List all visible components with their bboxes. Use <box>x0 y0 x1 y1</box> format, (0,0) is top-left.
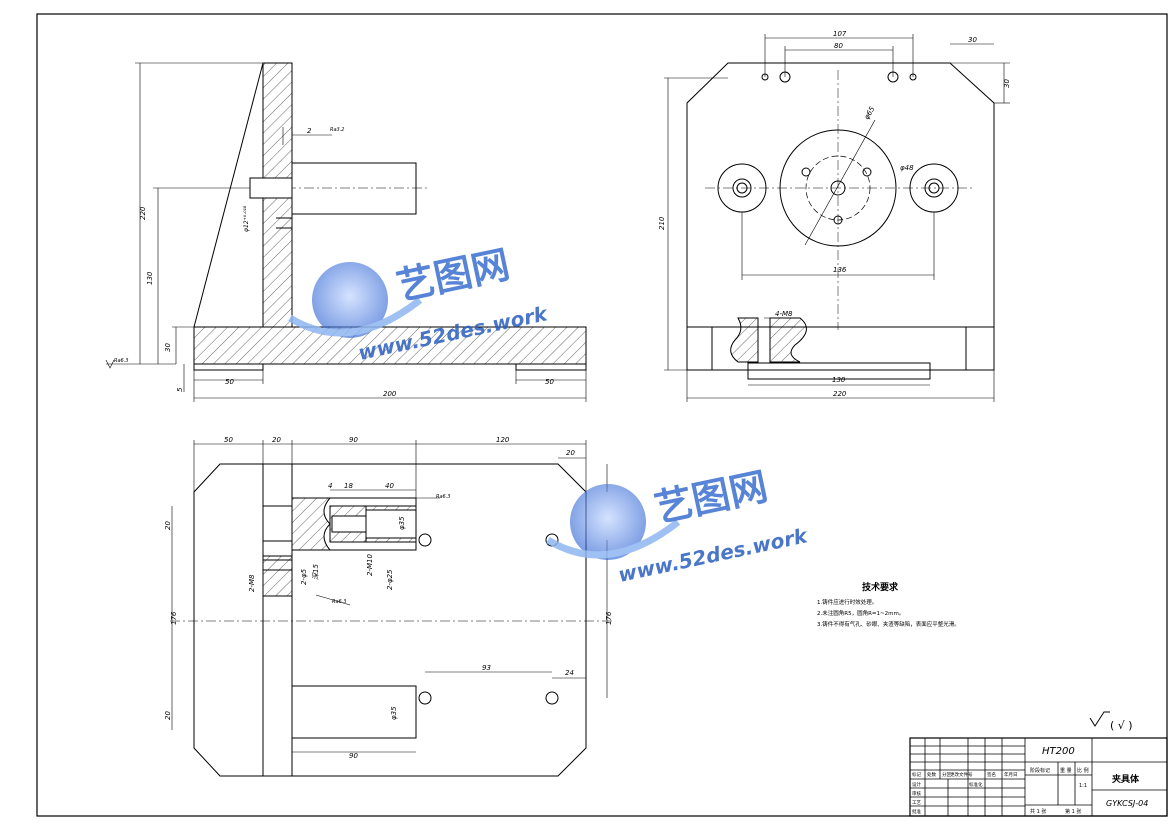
dim-30-top: 30 <box>968 36 977 44</box>
dim-5: 5 <box>176 387 184 392</box>
top-view <box>170 440 615 777</box>
dim-30: 30 <box>164 343 172 352</box>
dim-top-176r: 176 <box>605 611 613 625</box>
dim-200: 200 <box>383 390 397 398</box>
dim-top-90b: 90 <box>349 752 358 760</box>
dim-107: 107 <box>833 30 847 38</box>
dim-top-4: 4 <box>328 482 332 490</box>
dim-top-20b: 20 <box>566 449 575 457</box>
dim-50-right: 50 <box>545 378 554 386</box>
drawing-number: GYKCSJ-04 <box>1106 799 1148 808</box>
weight-label: 重 量 <box>1060 767 1072 774</box>
dim-top-m25: 2-φ25 <box>386 569 394 590</box>
surface-mark-text: ( √ ) <box>1110 719 1133 732</box>
dim-top-d35b: φ35 <box>390 706 398 720</box>
role-design: 设计 <box>912 781 921 788</box>
row-mark: 标记 <box>912 771 921 778</box>
front-view <box>664 34 1010 402</box>
material: HT200 <box>1042 746 1075 757</box>
roughness-ra32: Ra3.2 <box>330 127 345 133</box>
dim-top-24: 24 <box>565 669 574 677</box>
dim-top-176: 176 <box>170 611 178 625</box>
watermark-cn-2: 艺图网 <box>651 464 772 531</box>
scale-label: 比 例 <box>1077 767 1089 774</box>
row-zone: 分区 <box>942 771 951 778</box>
row-sign: 签名 <box>987 771 996 778</box>
surface-finish-mark: ( √ ) <box>1089 711 1133 732</box>
dim-d48: φ48 <box>900 164 914 172</box>
dim-d65: φ65 <box>863 105 877 121</box>
watermark-logo-2: 艺图网 www.52des.work <box>546 464 811 587</box>
dim-130: 130 <box>146 271 154 285</box>
dim-top-18: 18 <box>344 482 353 490</box>
notes-line-3: 3.铸件不得有气孔、砂眼、夹渣等缺陷，表面应平整光滑。 <box>817 620 960 628</box>
technical-notes: 技术要求 1.铸件应进行时效处理。 2.未注圆角R5，圆角R=1~2mm。 3.… <box>817 581 960 628</box>
dim-top-20-bottom: 20 <box>164 711 172 720</box>
dim-top-deep: 深15 <box>312 564 320 580</box>
row-count: 处数 <box>927 771 936 778</box>
sheet-number: 第 1 张 <box>1065 808 1081 815</box>
dim-4m8: 4-M8 <box>775 310 793 318</box>
shaft-tolerance: φ12⁺⁰·⁰¹⁸ <box>243 205 250 232</box>
title-block-text: HT200 夹具体 GYKCSJ-04 阶段标记 重 量 比 例 1:1 共 1… <box>912 746 1148 815</box>
scale-value: 1:1 <box>1079 783 1087 789</box>
row-date: 年月日 <box>1004 771 1018 778</box>
dim-210: 210 <box>658 216 666 230</box>
notes-line-1: 1.铸件应进行时效处理。 <box>817 598 877 606</box>
dim-top-h20: 20 <box>164 521 172 530</box>
dim-220-front: 220 <box>833 390 847 398</box>
watermark-url-2: www.52des.work <box>616 523 811 587</box>
dim-80: 80 <box>834 42 843 50</box>
dim-220: 220 <box>139 206 147 220</box>
dim-top-m8: 2-M8 <box>248 574 256 592</box>
role-review: 审核 <box>912 790 921 797</box>
role-process: 工艺 <box>912 800 921 806</box>
base-roughness: Ra6.3 <box>114 358 129 364</box>
dim-top-20: 20 <box>272 436 281 444</box>
standardization: 标准化 <box>969 781 983 788</box>
stage-label: 阶段标记 <box>1030 767 1050 774</box>
sheet-total: 共 1 张 <box>1030 808 1046 815</box>
dim-top-phi6: 2-φ5 <box>300 568 308 585</box>
role-approve: 批准 <box>912 808 921 815</box>
dim-top-ra2: Ra6.3 <box>332 599 347 605</box>
watermark-cn-1: 艺图网 <box>393 242 514 309</box>
dim-top-ra: Ra6.3 <box>436 494 451 500</box>
part-name: 夹具体 <box>1112 773 1140 785</box>
dim-2: 2 <box>307 127 312 135</box>
dim-top-93: 93 <box>482 664 491 672</box>
row-doc: 更改文件号 <box>950 771 973 778</box>
dim-30-side: 30 <box>1003 79 1011 88</box>
sheet-border <box>36 13 1168 817</box>
side-view <box>105 62 587 402</box>
dim-top-d35: φ35 <box>398 516 406 530</box>
title-block <box>909 737 1168 817</box>
dim-top-120: 120 <box>496 436 510 444</box>
dim-top-50: 50 <box>224 436 233 444</box>
dim-136: 136 <box>833 266 847 274</box>
notes-heading: 技术要求 <box>862 581 899 593</box>
notes-line-2: 2.未注圆角R5，圆角R=1~2mm。 <box>817 609 904 617</box>
dim-top-90: 90 <box>349 436 358 444</box>
dim-top-40: 40 <box>385 482 394 490</box>
side-view-dims: 220 130 30 5 50 50 200 2 Ra3.2 φ12⁺⁰·⁰¹⁸… <box>114 127 554 398</box>
dim-top-m10: 2-M10 <box>366 554 374 576</box>
front-view-dims: 107 80 30 30 210 φ65 φ48 136 4-M8 130 22… <box>658 30 1011 398</box>
dim-50-left: 50 <box>225 378 234 386</box>
dim-130-front: 130 <box>832 376 846 384</box>
top-view-dims: 50 20 90 120 20 20 4 18 40 Ra6.3 φ35 2-M… <box>164 436 613 760</box>
